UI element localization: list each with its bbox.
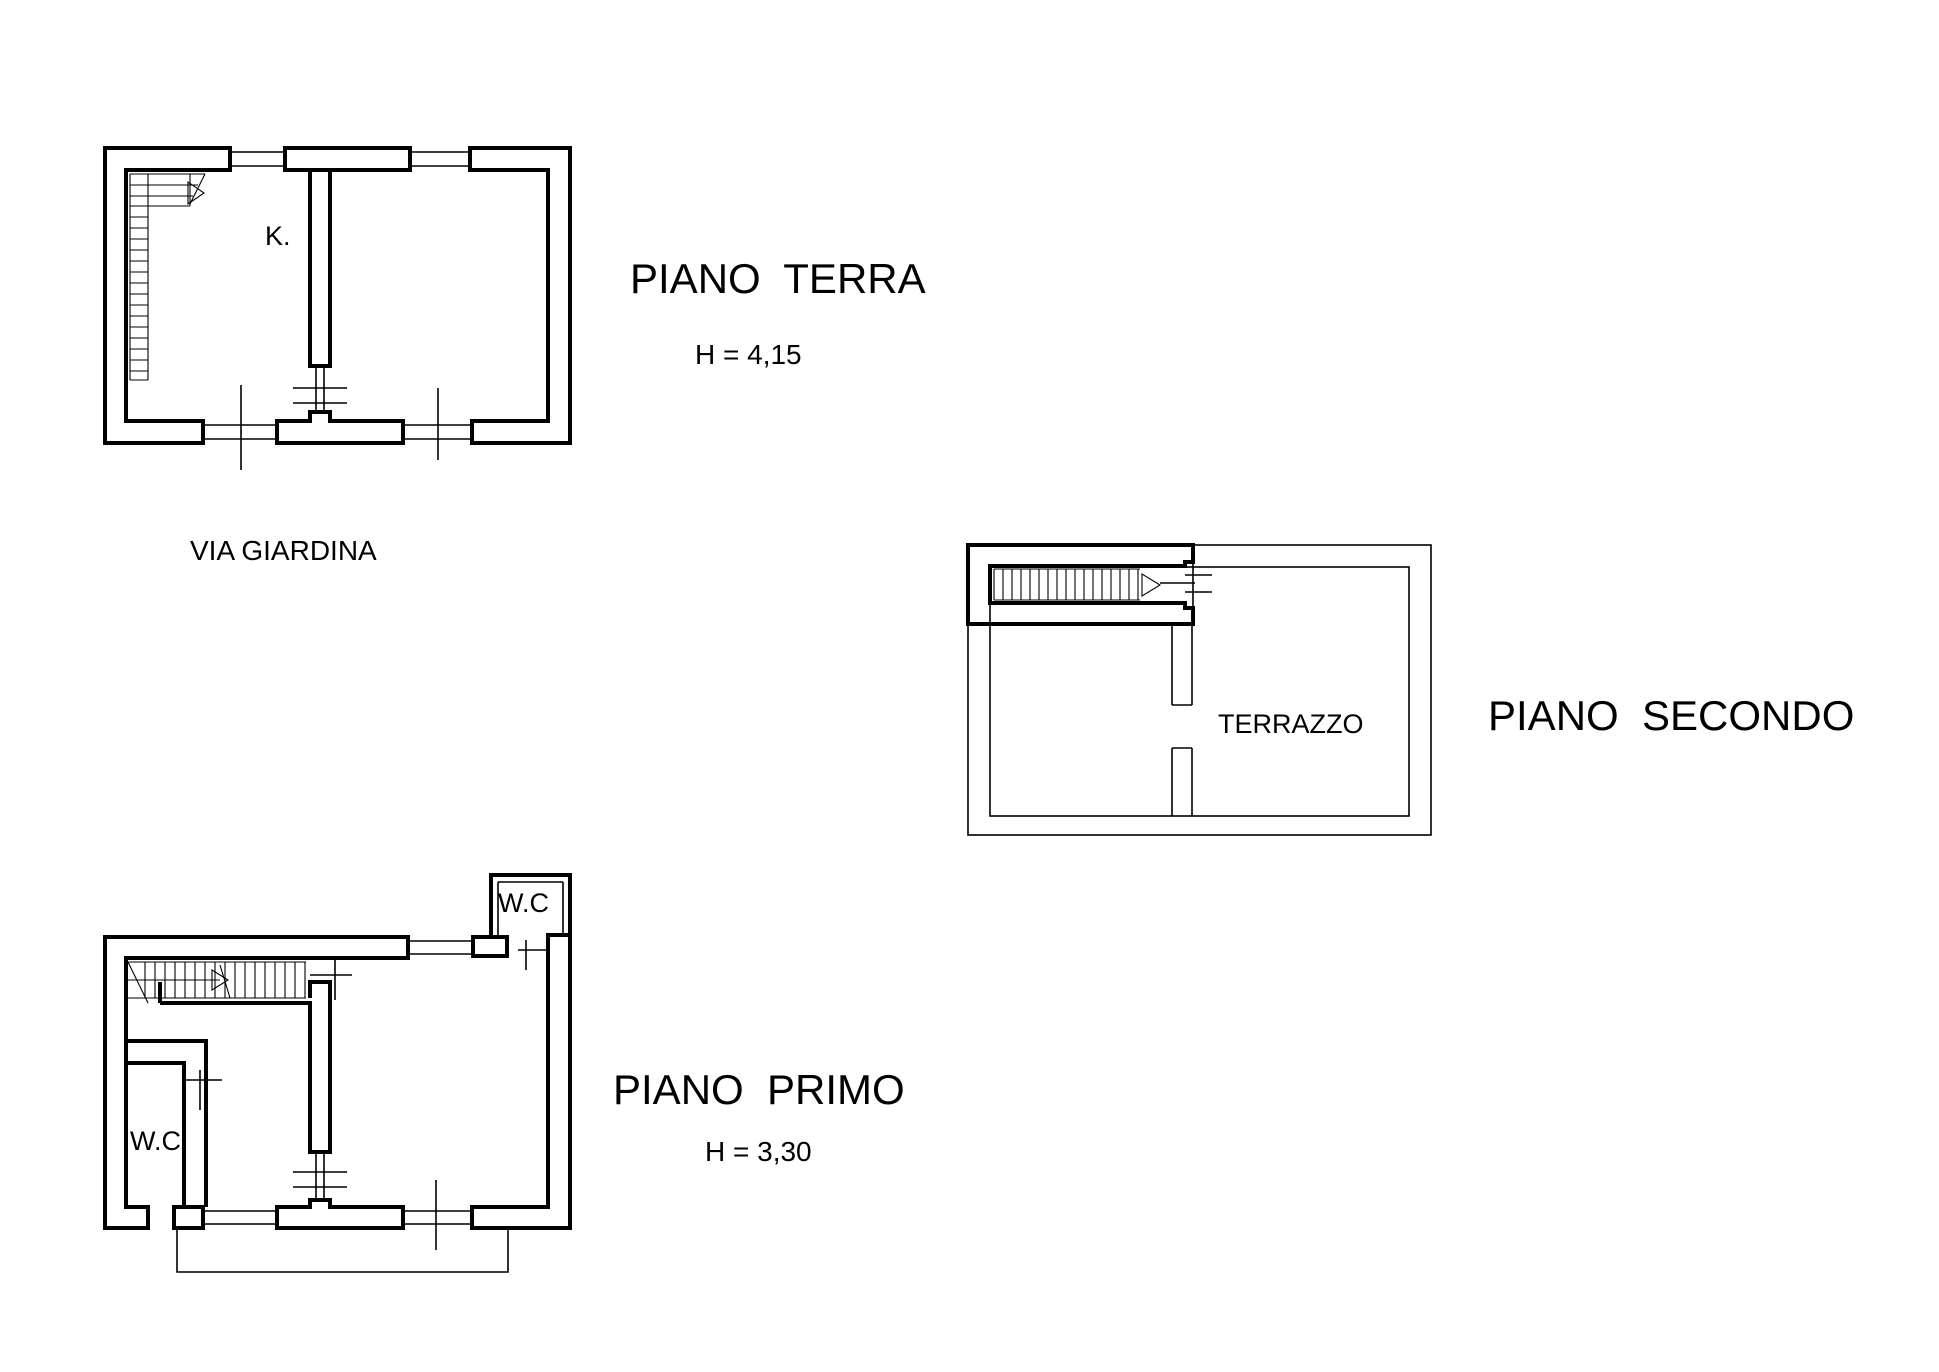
first-floor-height: H = 3,30 xyxy=(705,1136,812,1167)
kitchen-label: K. xyxy=(265,221,291,251)
ground-floor-height: H = 4,15 xyxy=(695,339,802,370)
wc-label-left: W.C xyxy=(130,1126,181,1156)
ground-floor-plan xyxy=(103,146,572,470)
second-floor-title: PIANO SECONDO xyxy=(1488,692,1854,739)
second-floor-plan xyxy=(966,543,1432,836)
first-floor-plan xyxy=(103,873,572,1273)
first-floor-title: PIANO PRIMO xyxy=(613,1066,905,1113)
ground-floor-title: PIANO TERRA xyxy=(630,255,926,302)
wc-label-annex: W.C xyxy=(498,888,549,918)
terrace-label: TERRAZZO xyxy=(1218,709,1364,739)
street-label: VIA GIARDINA xyxy=(190,535,377,566)
